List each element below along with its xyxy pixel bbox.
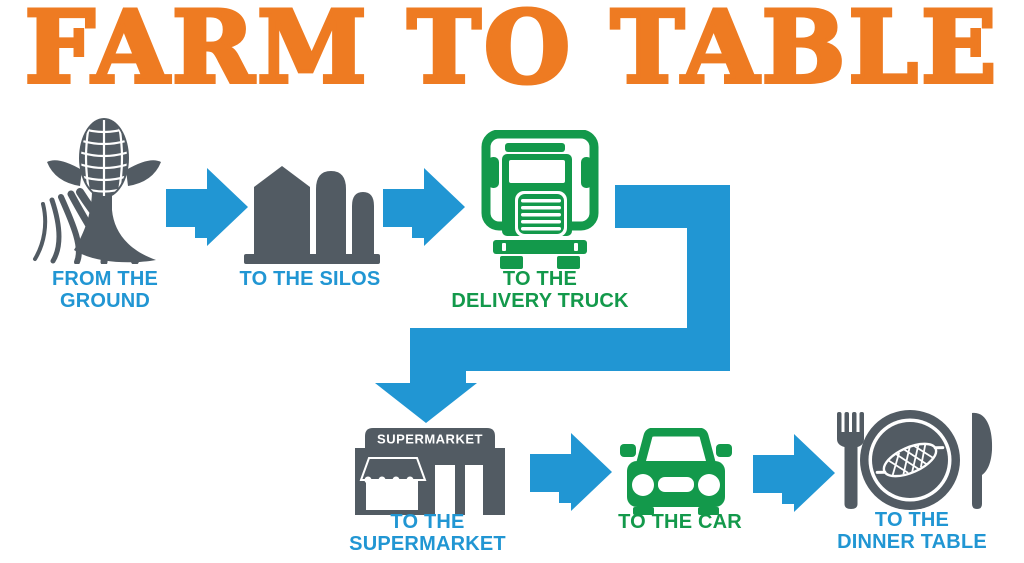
label-line: TO THE [874, 509, 950, 531]
page-title: FARM TO TABLE [23, 0, 1000, 106]
barn [254, 166, 310, 254]
car-mirror-left [620, 444, 636, 457]
label-line: FROM THE [51, 268, 159, 290]
silos-icon [244, 166, 380, 264]
knife-icon [972, 412, 993, 509]
awning [359, 457, 427, 481]
storefront-doors [435, 465, 483, 515]
step-label-ground: FROM THE GROUND [20, 268, 190, 312]
car-grille [658, 477, 694, 492]
silo-tall [316, 171, 346, 254]
car-headlight-right [698, 474, 720, 496]
husk-leaf-right [126, 160, 161, 186]
label-line: GROUND [59, 289, 151, 312]
right-arrow-icon [530, 433, 612, 511]
supermarket-icon: SUPERMARKET [355, 428, 505, 515]
car-headlight-left [632, 474, 654, 496]
corn-kernel-lattice [81, 120, 127, 196]
truck-bumper [493, 240, 587, 254]
step-label-car: TO THE CAR [590, 511, 770, 534]
delivery-truck-icon [481, 130, 599, 269]
dinner-plate-icon [837, 410, 993, 510]
car-icon [620, 428, 732, 515]
husk-leaf-left [47, 160, 82, 186]
plate-icon [860, 410, 960, 510]
step-label-delivery-truck: TO THE DELIVERY TRUCK [445, 268, 635, 312]
step-label-dinner-table: TO THE DINNER TABLE [822, 509, 1002, 553]
awning-scallops [364, 476, 414, 484]
label-line: DINNER TABLE [837, 530, 987, 553]
truck-mirror-left [488, 157, 499, 188]
right-arrow-icon [383, 168, 465, 246]
label-line: TO THE CAR [618, 511, 742, 533]
fork-icon [837, 412, 864, 509]
storefront-window [359, 457, 427, 510]
car-wheel-right [698, 507, 719, 515]
step-label-supermarket: TO THE SUPERMARKET [340, 511, 515, 555]
right-arrow-icon [753, 434, 835, 512]
corn-stalk [74, 182, 156, 263]
label-line: TO THE [390, 511, 465, 533]
car-wheel-left [633, 507, 654, 515]
corn-cob-on-plate [875, 442, 945, 478]
elbow-down-arrow-icon [375, 185, 730, 423]
silo-short [352, 192, 374, 254]
car-mirror-right [716, 444, 732, 457]
label-line: SUPERMARKET [349, 532, 506, 555]
supermarket-sign [365, 428, 495, 448]
right-arrow-icon [166, 168, 248, 246]
corn-field-icon [33, 118, 161, 264]
supermarket-sign-text: SUPERMARKET [377, 432, 483, 447]
truck-grille-slats [502, 199, 578, 251]
silos-base [244, 254, 380, 264]
truck-wheel-left [500, 256, 523, 269]
truck-roof-bar [505, 143, 565, 152]
truck-wheel-right [557, 256, 580, 269]
car-roof [635, 428, 717, 468]
truck-windshield [509, 160, 565, 183]
truck-mirror-right [581, 157, 592, 188]
label-line: TO THE [502, 268, 578, 290]
label-line: DELIVERY TRUCK [451, 289, 629, 312]
step-label-silos: TO THE SILOS [225, 268, 395, 291]
label-line: TO THE SILOS [239, 268, 381, 290]
